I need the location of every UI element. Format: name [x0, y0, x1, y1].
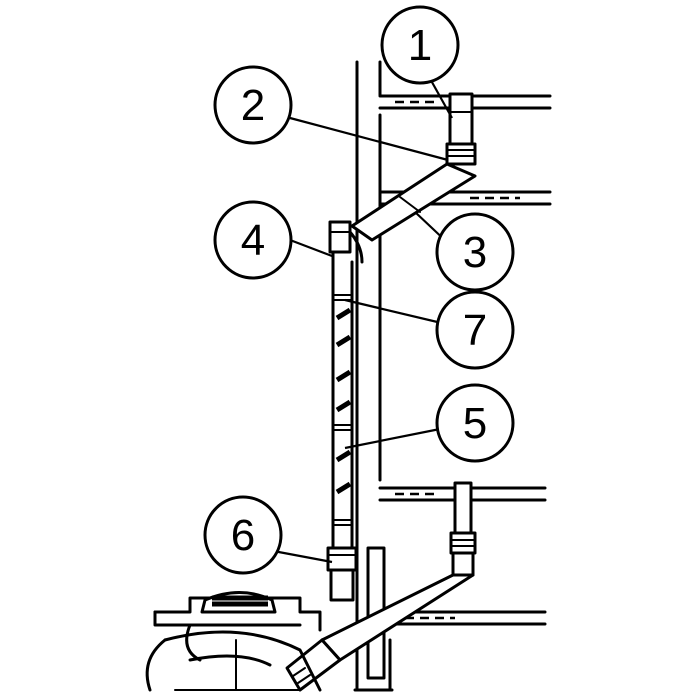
leader-2: [289, 116, 449, 162]
callout-6-label: 6: [231, 511, 255, 560]
callout-1: 1: [380, 5, 460, 85]
callout-3: 3: [435, 212, 515, 292]
vertical-column: [355, 60, 382, 562]
upper-pipe-assembly: [350, 92, 477, 242]
callout-2-label: 2: [241, 81, 265, 130]
callout-3-label: 3: [463, 228, 487, 277]
leader-4: [289, 238, 333, 258]
leader-7: [344, 298, 451, 327]
callout-4-label: 4: [241, 216, 265, 265]
callout-6: 6: [203, 495, 283, 575]
callout-5: 5: [435, 383, 515, 463]
callout-2: 2: [213, 65, 293, 145]
leader-6: [267, 548, 333, 564]
callout-7: 7: [435, 290, 515, 370]
fixture-base: [145, 591, 322, 692]
vertical-pipe: [326, 220, 364, 602]
callout-5-label: 5: [463, 399, 487, 448]
callout-1-label: 1: [408, 21, 432, 70]
callout-7-label: 7: [463, 306, 487, 355]
callout-4: 4: [213, 200, 293, 280]
leader-5: [344, 426, 446, 450]
